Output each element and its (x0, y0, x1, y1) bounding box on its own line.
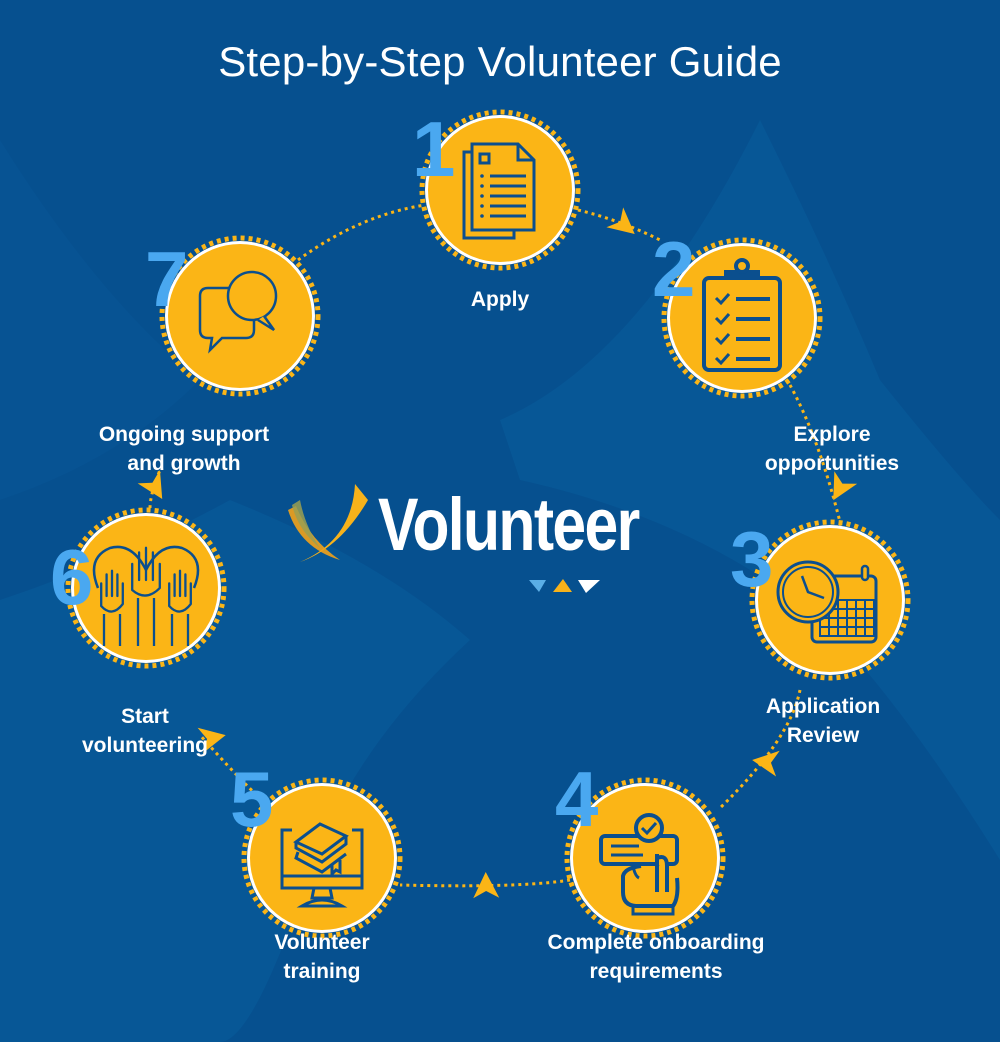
background-star-shape (500, 120, 1000, 860)
step-4-label: Complete onboarding requirements (506, 928, 806, 986)
label-line: Complete onboarding (547, 931, 765, 954)
step-1-circle (419, 109, 581, 271)
arrowhead-icon (197, 727, 226, 754)
step-7-circle (159, 235, 321, 397)
step-1-number: 1 (412, 105, 456, 193)
arrowhead-icon (833, 471, 858, 501)
chat-bubbles-icon (198, 270, 278, 354)
step-7-label: Ongoing support and growth (34, 420, 334, 478)
label-line: Review (786, 724, 860, 747)
step-6-label: Start volunteering (0, 702, 295, 760)
arrowhead-icon (752, 750, 780, 777)
bird-wing-shadow-icon (292, 500, 320, 548)
step-4-number: 4 (555, 755, 599, 843)
step-2-circle (661, 237, 823, 399)
clipboard-checklist-icon (702, 258, 782, 372)
step-6-number: 6 (50, 533, 94, 621)
clock-calendar-icon (776, 560, 878, 644)
dotted-ring (419, 109, 581, 271)
connector-path (399, 878, 571, 888)
step-3-number: 3 (730, 515, 774, 603)
background-star-shape (0, 140, 200, 500)
label-line: opportunities (764, 452, 900, 475)
label-line: volunteering (81, 734, 208, 757)
arrowhead-icon (137, 470, 163, 499)
accent-mark-blue (529, 580, 546, 592)
logo-wordmark: Volunteer (378, 483, 640, 566)
document-icon (462, 142, 536, 240)
label-line: Explore (793, 423, 871, 446)
hand-click-check-icon (599, 813, 680, 916)
accent-mark-yellow (553, 579, 572, 592)
step-4-circle (564, 777, 726, 939)
circle-fill (250, 786, 394, 930)
connector-path (297, 203, 426, 262)
arrowhead-icon (473, 872, 500, 899)
dotted-ring (749, 519, 911, 681)
label-line: requirements (589, 960, 723, 983)
step-circles (65, 109, 911, 939)
logo (288, 484, 600, 593)
step-1-label: Apply (350, 285, 650, 314)
accent-mark-white (578, 580, 600, 593)
step-2-number: 2 (652, 225, 696, 313)
step-3-circle (749, 519, 911, 681)
connector-path (788, 384, 844, 531)
dotted-ring (564, 777, 726, 939)
step-5-label: Volunteer training (172, 928, 472, 986)
step-5-circle (241, 777, 403, 939)
books-monitor-icon (280, 822, 364, 908)
label-line: Application (765, 695, 881, 718)
raised-hands-heart-icon (92, 545, 200, 646)
step-5-number: 5 (230, 755, 274, 843)
dotted-ring (65, 507, 227, 669)
dotted-ring (661, 237, 823, 399)
dotted-ring (241, 777, 403, 939)
label-line: Apply (470, 288, 530, 311)
step-2-label: Explore opportunities (682, 420, 982, 478)
circle-fill (573, 786, 717, 930)
label-line: training (283, 960, 361, 983)
step-6-circle (65, 507, 227, 669)
label-line: Ongoing support (98, 423, 270, 446)
bird-swoosh-icon (300, 484, 368, 562)
dotted-ring (159, 235, 321, 397)
label-line: and growth (127, 452, 241, 475)
label-line: Volunteer (274, 931, 370, 954)
arrowhead-icon (606, 207, 635, 235)
page-title: Step-by-Step Volunteer Guide (218, 38, 782, 85)
circle-fill (74, 516, 218, 660)
connector-paths (137, 203, 858, 899)
label-line: Start (121, 705, 169, 728)
step-7-number: 7 (145, 235, 189, 323)
